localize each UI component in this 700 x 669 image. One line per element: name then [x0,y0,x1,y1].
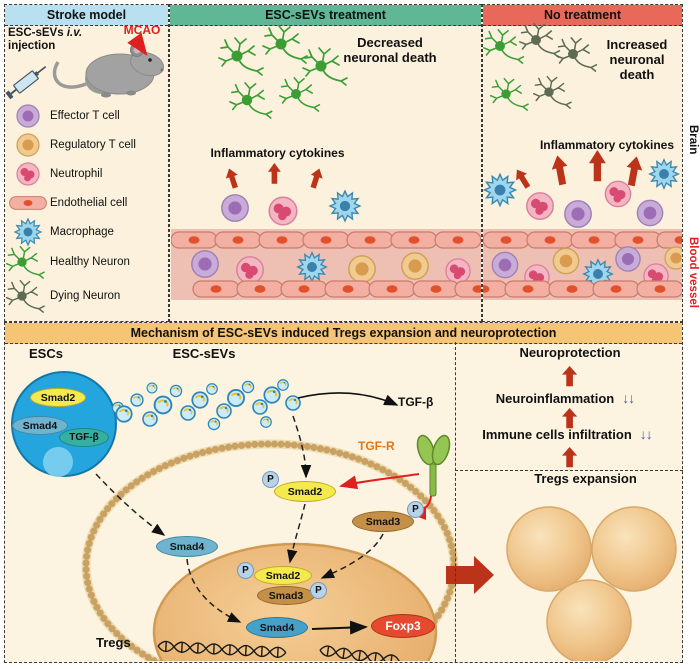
treatment-title: ESC-sEVs treatment [265,8,386,22]
no-treatment-title: No treatment [543,8,622,22]
panel-no-treatment: No treatment [482,4,683,322]
panel-stroke-model: Stroke model [4,4,169,322]
no-treatment-header: No treatment [483,5,682,26]
mechanism-title: Mechanism of ESC-sEVs induced Tregs expa… [130,326,557,340]
blood-vessel-side-label: Blood vessel [687,236,699,308]
treatment-header: ESC-sEVs treatment [170,5,481,26]
panel-treatment: ESC-sEVs treatment [169,4,482,322]
brain-side-label: Brain [687,125,699,155]
panel-mechanism: Mechanism of ESC-sEVs induced Tregs expa… [4,322,683,663]
stroke-model-title: Stroke model [46,8,127,22]
stroke-model-header: Stroke model [5,5,168,26]
mechanism-header: Mechanism of ESC-sEVs induced Tregs expa… [5,323,682,344]
